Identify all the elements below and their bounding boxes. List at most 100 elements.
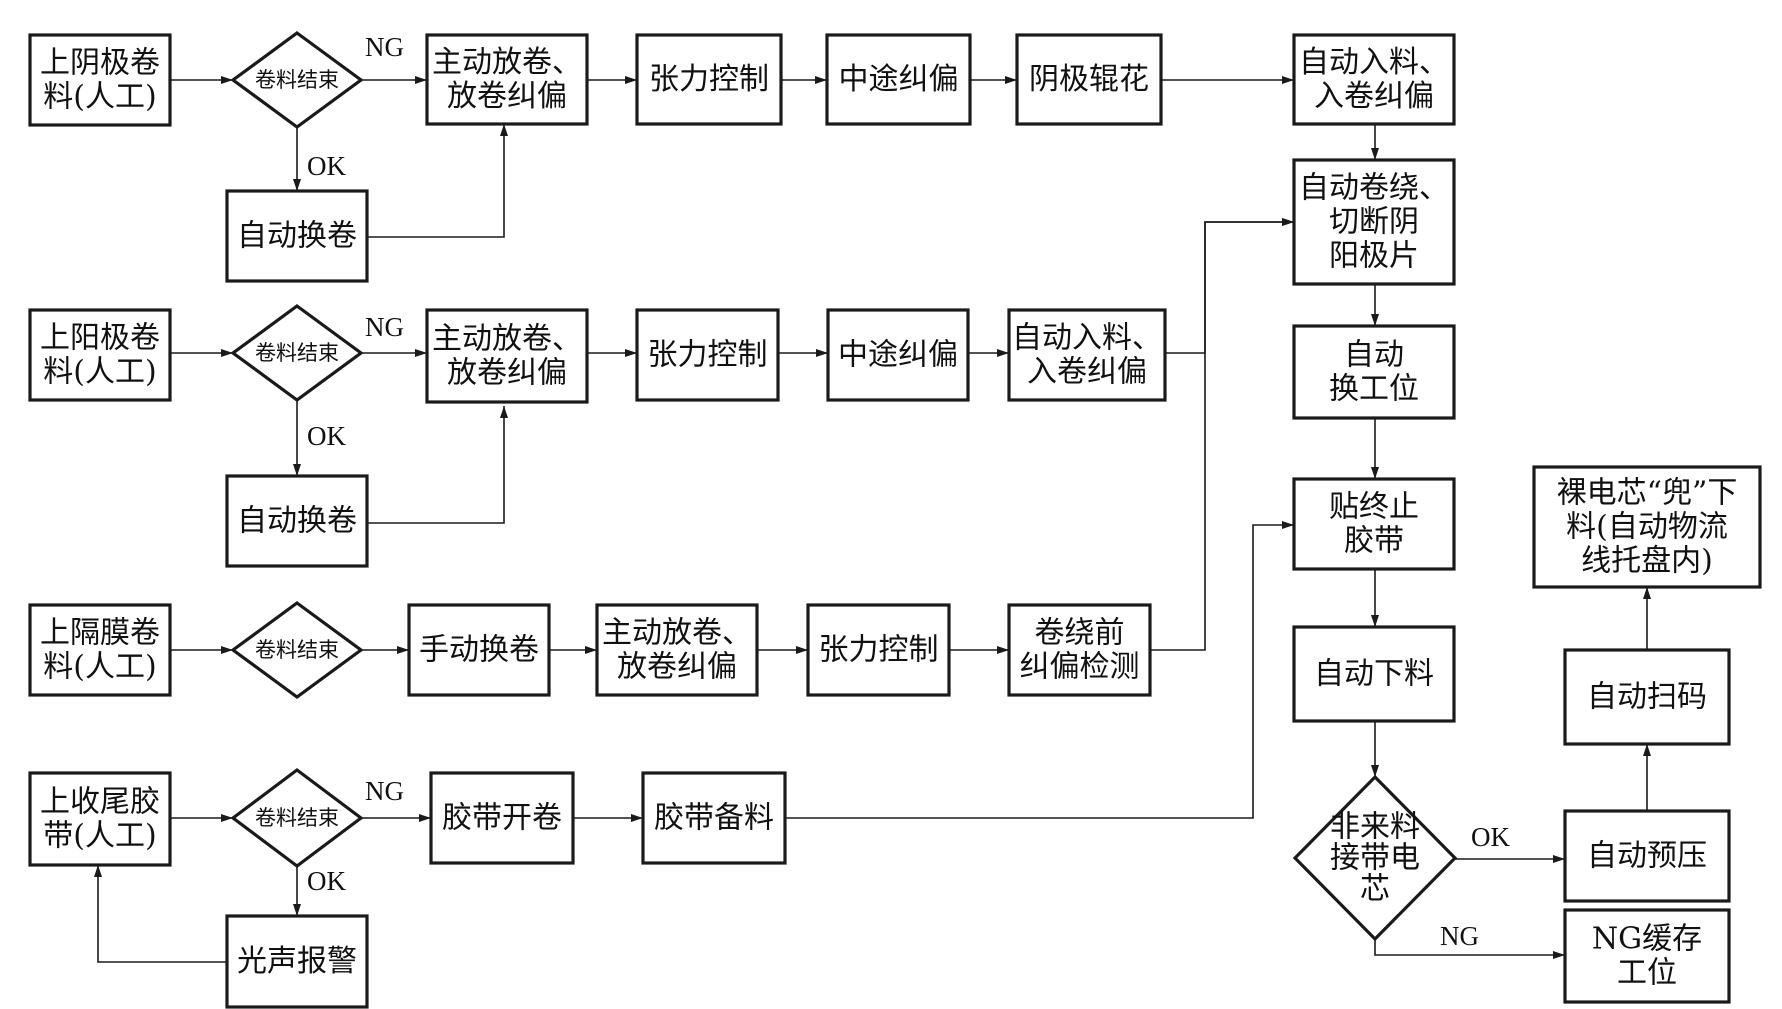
nodes: 上阴极卷料(人工)卷料结束主动放卷、放卷纠偏张力控制中途纠偏阴极辊花自动换卷自动…	[28, 31, 1762, 1009]
box-outline	[425, 33, 589, 126]
node-label-line: 放卷纠偏	[617, 650, 737, 685]
box-outline	[28, 771, 172, 867]
arrow-separator-detect-to-winding	[1150, 218, 1294, 651]
node-label-line: 张力控制	[648, 338, 768, 373]
node-label-line: 切断阴	[1329, 205, 1419, 240]
node-label-line: 手动换卷	[419, 633, 539, 668]
node-label-line: 胶带备料	[654, 801, 774, 836]
node-label-line: 中途纠偏	[838, 338, 958, 373]
node-label-line: 带(人工)	[43, 819, 156, 854]
box-outline	[1007, 603, 1152, 697]
box-outline	[1292, 33, 1456, 126]
node-label-line: 芯	[1360, 872, 1390, 907]
process-box-anode-auto-change: 自动换卷	[225, 474, 369, 568]
box-outline	[1015, 33, 1163, 126]
node-label-line: 上隔膜卷	[40, 616, 160, 651]
process-box-separator-unwind: 主动放卷、放卷纠偏	[595, 603, 759, 697]
connectors	[94, 76, 1651, 963]
process-box-auto-scan: 自动扫码	[1563, 648, 1731, 746]
box-outline	[225, 474, 369, 568]
diamond-outline	[1292, 774, 1458, 942]
node-label-line: 卷料结束	[255, 638, 339, 662]
node-label-line: 入卷纠偏	[1027, 355, 1147, 390]
process-box-tape-unroll: 胶带开卷	[429, 771, 575, 865]
box-outline	[635, 33, 783, 126]
box-outline	[635, 308, 780, 402]
node-label-line: 胶带	[1344, 524, 1404, 559]
node-label-line: 裸电芯“兜”下	[1557, 476, 1738, 511]
node-label-line: 阴极辊花	[1029, 62, 1149, 97]
box-outline	[641, 771, 787, 865]
box-outline	[1532, 465, 1762, 589]
node-label-line: 光声报警	[237, 944, 357, 979]
label-ok-tape: OK	[307, 866, 346, 896]
label-ng-anode: NG	[365, 312, 404, 342]
node-label-line: 料(人工)	[43, 355, 156, 390]
box-outline	[1007, 308, 1167, 402]
node-label-line: 料(自动物流	[1566, 510, 1728, 545]
decision-diamond-separator-end-decision: 卷料结束	[230, 601, 364, 699]
box-outline	[1563, 809, 1731, 903]
process-box-anode-tension: 张力控制	[635, 308, 780, 402]
node-label-line: 贴终止	[1329, 490, 1419, 525]
process-box-anode-unwind: 主动放卷、放卷纠偏	[425, 308, 589, 404]
node-label-line: 卷料结束	[255, 341, 339, 365]
label-ok-cathode: OK	[307, 151, 346, 181]
process-box-anode-auto-feed: 自动入料、入卷纠偏	[1007, 308, 1167, 402]
box-outline	[1563, 648, 1731, 746]
node-label-line: 自动入料、	[1012, 321, 1162, 356]
node-label-line: 自动	[1344, 338, 1404, 373]
box-outline	[407, 603, 551, 697]
process-box-anode-mid-correction: 中途纠偏	[826, 308, 970, 402]
node-label-line: 主动放卷、	[602, 616, 752, 651]
box-outline	[28, 603, 172, 697]
label-ok-anode: OK	[307, 421, 346, 451]
node-label-line: 线托盘内)	[1581, 544, 1713, 579]
box-outline	[825, 33, 972, 126]
box-outline	[595, 603, 759, 697]
node-label-line: 卷绕前	[1035, 616, 1125, 651]
process-box-auto-prepress: 自动预压	[1563, 809, 1731, 903]
decision-diamond-cathode-end-decision: 卷料结束	[230, 31, 364, 129]
node-label-line: 卷料结束	[255, 68, 339, 92]
node-label-line: 自动扫码	[1587, 680, 1707, 715]
node-label-line: 工位	[1617, 956, 1677, 991]
process-box-cathode-auto-change: 自动换卷	[225, 189, 369, 283]
decision-diamond-tape-end-decision: 卷料结束	[230, 768, 364, 868]
node-label-line: 料(人工)	[43, 80, 156, 115]
process-box-separator-tension: 张力控制	[806, 603, 951, 697]
node-label-line: 自动卷绕、	[1299, 171, 1449, 206]
box-outline	[425, 308, 589, 404]
box-outline	[429, 771, 575, 865]
node-label-line: 主动放卷、	[432, 45, 582, 80]
node-label-line: 主动放卷、	[432, 322, 582, 357]
process-box-cathode-mid-correction: 中途纠偏	[825, 33, 972, 126]
node-label-line: 上阴极卷	[40, 46, 160, 81]
box-outline	[1563, 908, 1731, 1004]
node-label-line: 卷料结束	[255, 806, 339, 830]
diamond-outline	[230, 768, 364, 868]
arrow-tape-prep-to-tape-stick	[785, 521, 1294, 819]
node-label-line: 自动预压	[1587, 839, 1707, 874]
box-outline	[1292, 158, 1456, 286]
node-label-line: 放卷纠偏	[447, 356, 567, 391]
node-label-line: 自动下料	[1314, 657, 1434, 692]
diamond-outline	[230, 601, 364, 699]
arrow-check-ng-to-buffer	[1374, 939, 1565, 959]
arrow-anode-feed-to-winding	[1165, 218, 1294, 354]
label-ng-cathode: NG	[365, 32, 404, 62]
node-label-line: 阳极片	[1329, 239, 1419, 274]
box-outline	[225, 914, 369, 1009]
process-box-sound-light-alarm: 光声报警	[225, 914, 369, 1009]
process-box-separator-manual-change: 手动换卷	[407, 603, 551, 697]
box-outline	[1292, 625, 1456, 723]
node-label-line: 自动换卷	[237, 219, 357, 254]
